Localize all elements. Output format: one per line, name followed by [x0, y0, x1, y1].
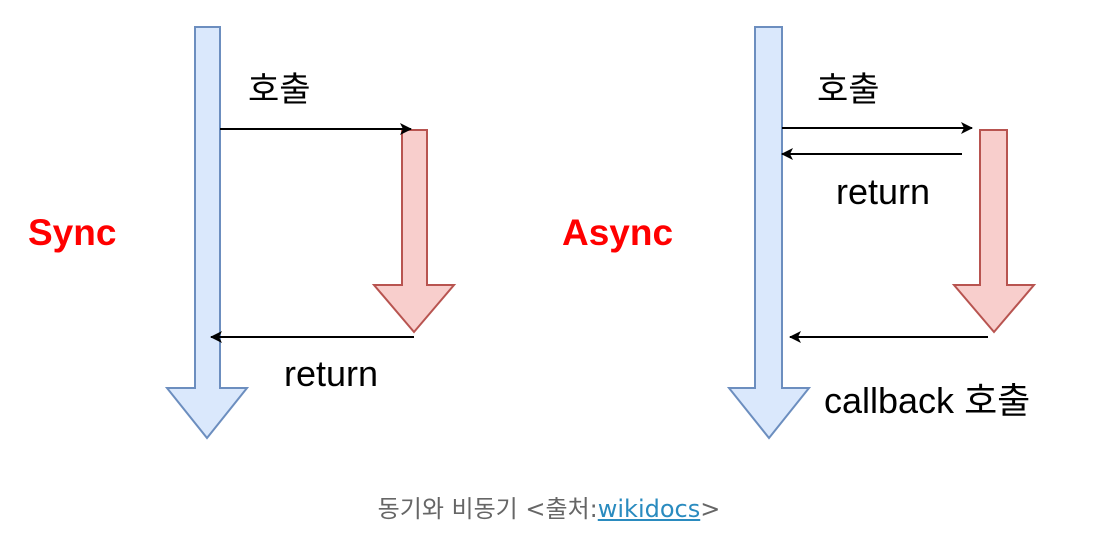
- source-link[interactable]: wikidocs: [597, 495, 701, 523]
- caption-end: >: [700, 495, 721, 523]
- sync-title: Sync: [28, 212, 116, 253]
- async-caller-lifeline: [726, 26, 812, 440]
- sync-call-label: 호출: [248, 70, 311, 110]
- async-title: Async: [562, 212, 673, 253]
- sync-callee-execution: [371, 129, 457, 334]
- async-callee-execution: [951, 129, 1037, 334]
- async-call-label: 호출: [817, 70, 880, 110]
- figure-caption: 동기와 비동기 <출처:wikidocs>: [0, 492, 1098, 526]
- sync-caller-lifeline: [164, 26, 250, 440]
- async-return-label: return: [836, 171, 930, 212]
- sync-return-label: return: [284, 353, 378, 394]
- caption-text: 동기와 비동기 <출처:: [377, 495, 598, 523]
- async-callback-label: callback 호출: [824, 380, 1030, 421]
